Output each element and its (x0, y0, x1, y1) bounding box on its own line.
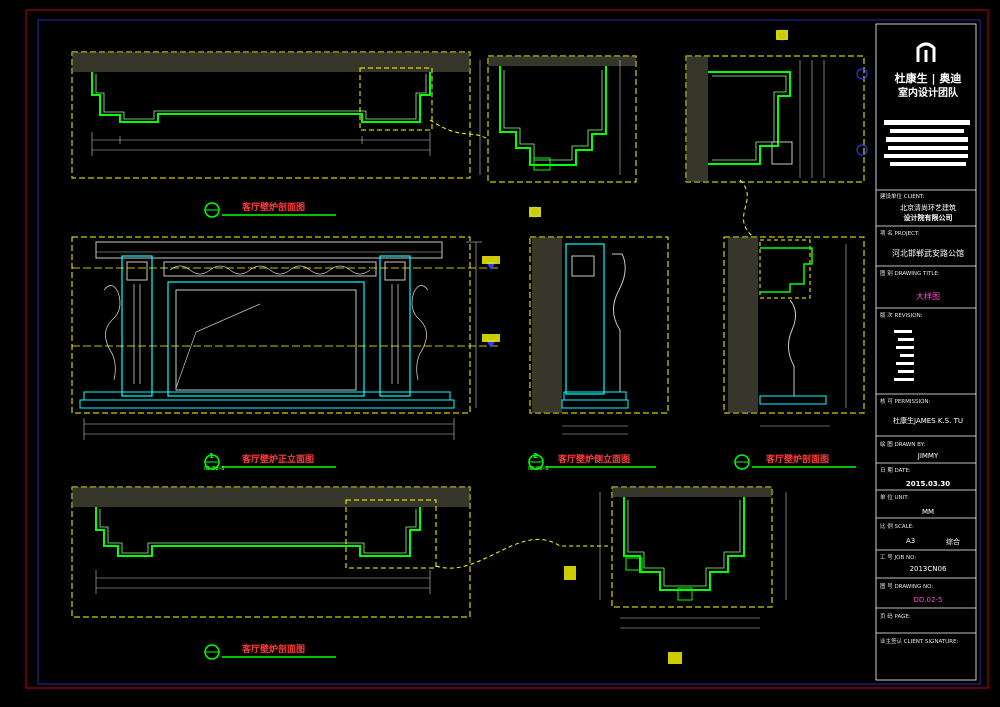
company-name-line2: 室内设计团队 (898, 88, 958, 99)
scale-value-b: 综合 (946, 538, 960, 546)
side-elevation-view (529, 236, 669, 435)
top-section-view (71, 51, 471, 179)
m-logo-icon (916, 42, 936, 62)
client-line1: 北京清尚环艺建筑 (900, 204, 956, 212)
caption-front-elevation: 客厅壁炉正立面图 (242, 455, 315, 465)
job-header: 工 号 JOB NO: (880, 555, 917, 561)
unit-header: 单 位 UNIT: (880, 495, 909, 501)
view-marker-side-section (734, 454, 856, 470)
marker-ref-front: ID.02-5 (204, 466, 225, 472)
drawing-no-value: DD.02-5 (913, 596, 943, 604)
side-section-view (723, 179, 865, 427)
project-value: 河北邯郸武安路公馆 (892, 249, 964, 258)
scale-value-a: A3 (906, 537, 916, 545)
bottom-right-detail (564, 486, 787, 664)
page-header: 页 码 PAGE: (880, 614, 911, 620)
view-marker-side-elev (528, 454, 656, 470)
outer-frame-blue (37, 19, 981, 685)
front-elevation-view (71, 236, 500, 440)
title-block-frame (875, 23, 977, 681)
view-marker-front (204, 454, 336, 470)
drawing-title-header: 图 别 DRAWING TITLE: (880, 271, 940, 277)
company-name-line1: 杜康生 | 奥迪 (894, 72, 962, 85)
leader-dashed-1 (429, 119, 487, 139)
date-header: 日 期 DATE: (880, 468, 911, 474)
project-header: 项 名 PROJECT: (880, 231, 920, 237)
bottom-section-view (71, 486, 610, 618)
scale-header: 比 例 SCALE: (880, 524, 914, 530)
drawing-no-header: 图 号 DRAWING NO: (880, 584, 934, 590)
outer-frame-red (25, 9, 989, 689)
signature-header: 业主签认 CLIENT SIGNATURE: (880, 639, 959, 645)
permission-header: 核 可 PERMISSION: (880, 399, 931, 405)
unit-value: MM (921, 508, 935, 516)
client-line2: 设计院有限公司 (903, 214, 953, 222)
caption-side-section: 客厅壁炉剖面图 (766, 455, 830, 465)
view-marker-top-left (204, 202, 336, 218)
permission-value: 杜康生JAMES K.S. TU (893, 417, 963, 425)
marker-num-side: 2 (533, 452, 538, 460)
date-value: 2015.03.30 (905, 480, 951, 488)
caption-bottom-section: 客厅壁炉剖面图 (242, 645, 306, 655)
marker-num-front: 1 (209, 452, 214, 460)
job-value: 2013CN06 (909, 565, 947, 573)
revision-marks (894, 330, 914, 381)
client-header: 建设单位 CLIENT: (880, 194, 925, 200)
caption-top-left-section: 客厅壁炉剖面图 (242, 203, 306, 213)
redacted-info-bars (884, 120, 970, 166)
marker-ref-side: ID.02-5 (528, 466, 549, 472)
drawn-by-header: 绘 图 DRAWN BY: (880, 442, 926, 448)
top-right-detail (685, 29, 868, 183)
revision-header: 版 次 REVISION: (880, 313, 923, 319)
caption-side-elevation: 客厅壁炉侧立面图 (558, 455, 631, 465)
drawing-title-value: 大样图 (916, 292, 940, 301)
top-middle-detail (479, 55, 637, 218)
view-marker-bottom (204, 644, 336, 660)
drawn-by-value: JIMMY (917, 452, 939, 460)
